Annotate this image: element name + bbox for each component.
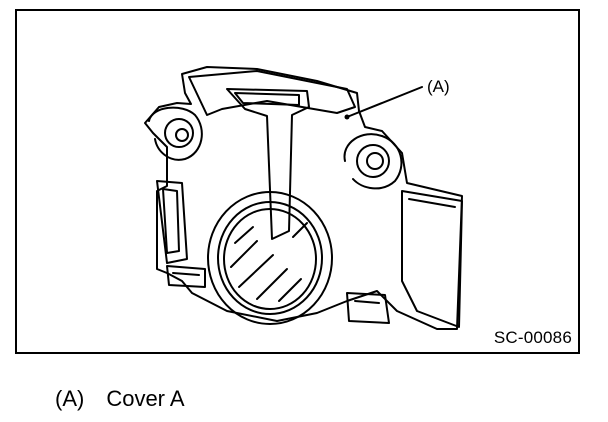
cover-a-body [144,66,463,330]
cover-illustration [144,66,463,330]
callout-a-label: (A) [427,77,450,96]
legend: (A) Cover A [55,386,185,412]
legend-text: Cover A [106,386,185,411]
figure-frame: (A) SC-00086 [15,9,580,354]
legend-key: (A) [55,386,85,411]
figure-code: SC-00086 [493,328,572,347]
